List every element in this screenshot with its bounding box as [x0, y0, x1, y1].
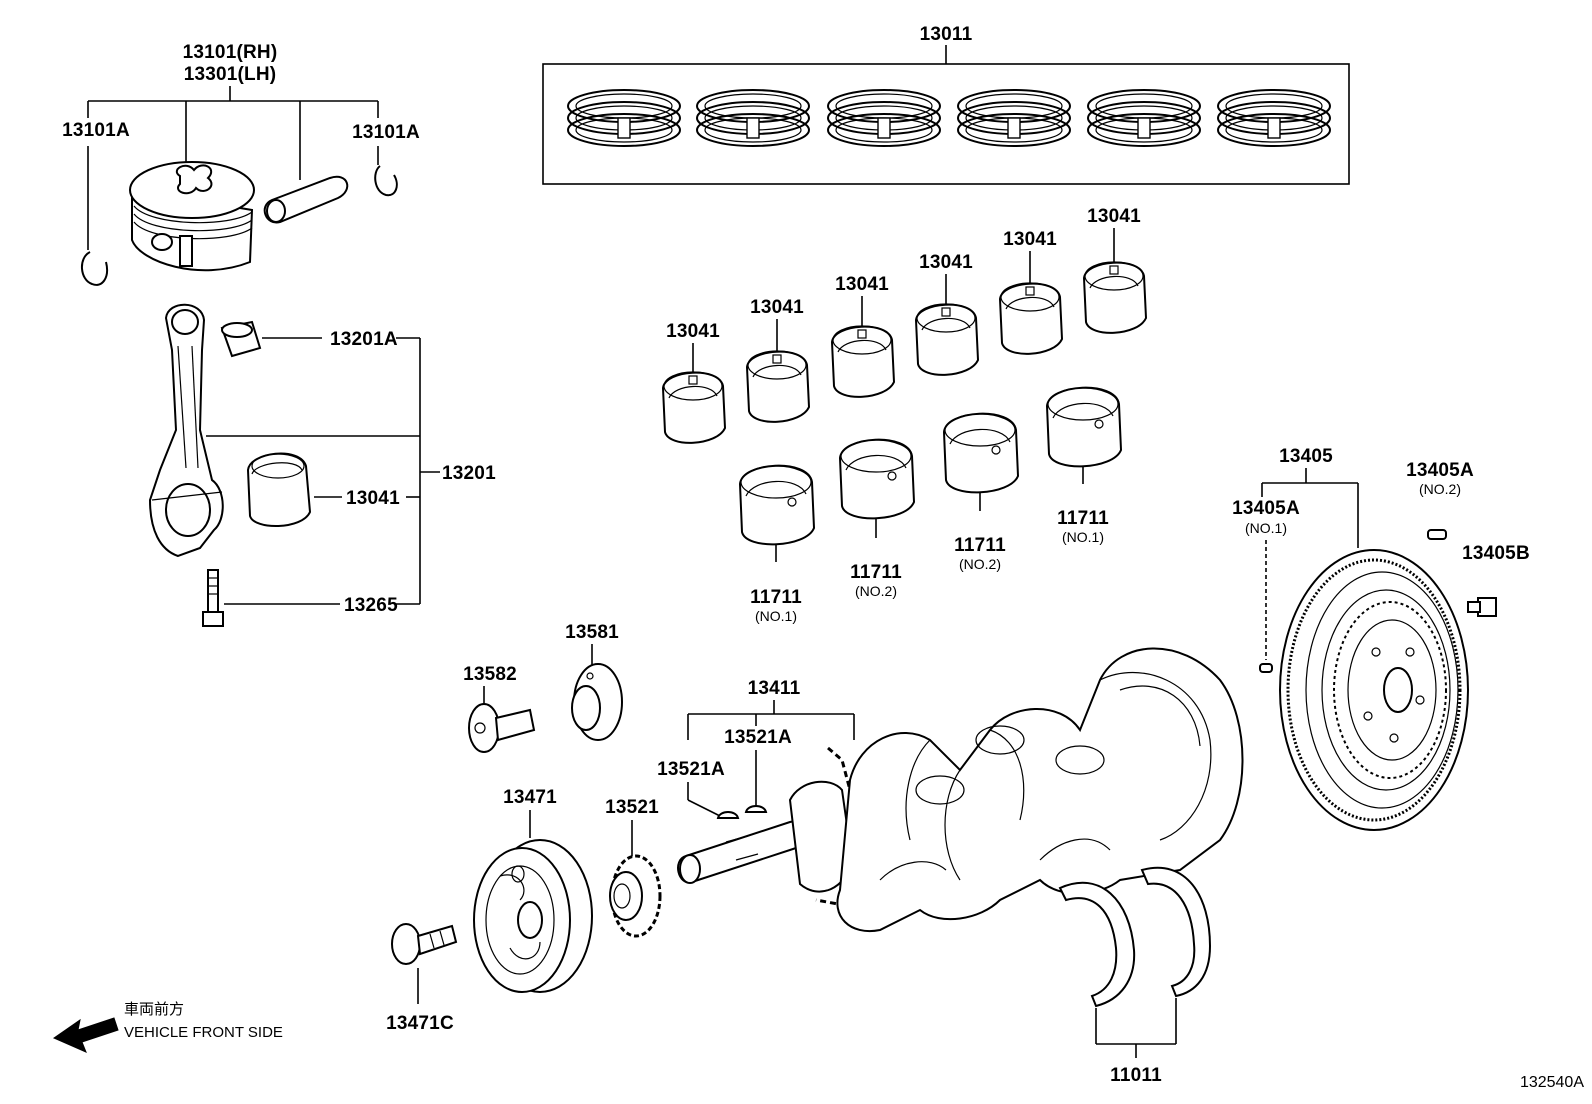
label-11711-a: 11711: [750, 587, 802, 608]
flywheel-bolt-13405b: [1467, 597, 1497, 617]
bushing-13201a: [220, 320, 262, 358]
conrod-bearing-4: [914, 274, 980, 376]
label-13405a-no1-sub: (NO.1): [1245, 520, 1287, 536]
connecting-rod-assembly: 13201A 13041 13265 13201: [148, 303, 496, 627]
flywheel-assembly: 13405 13405A (NO.1) 13405A (NO.2) 13405B: [1232, 446, 1530, 831]
vehicle-front-indicator: 車両前方 VEHICLE FRONT SIDE: [52, 1001, 283, 1053]
label-11711-d: 11711: [1057, 508, 1109, 529]
conrod-bearing-3: [830, 296, 896, 398]
front-end-parts: 13582 13581 13471 13521: [386, 622, 662, 1034]
crankshaft-assembly: 13411 13521A 13521A: [657, 647, 1244, 933]
piston-ring-5: [1087, 89, 1201, 147]
piston-assembly: 13101(RH) 13301(LH) 13101A 13101A: [62, 42, 420, 286]
main-bearing-2: [838, 438, 916, 538]
pulley-bolt-13471c: [391, 923, 458, 965]
label-13405b: 13405B: [1462, 543, 1530, 564]
piston-ring-2: [696, 89, 810, 147]
label-13101a-right: 13101A: [352, 122, 420, 143]
piston-ring-4: [957, 89, 1071, 147]
flywheel: [1279, 549, 1469, 831]
label-13041-b3: 13041: [835, 274, 889, 295]
crankshaft-main-bearings: [738, 386, 1123, 562]
label-13041-rod: 13041: [346, 488, 400, 509]
conrod-bearing-2: [745, 319, 811, 423]
piston-pin: [263, 175, 349, 224]
label-13101-rh: 13101(RH): [183, 42, 278, 63]
label-13582: 13582: [463, 664, 517, 685]
connecting-rod: [148, 303, 224, 558]
crankshaft: [677, 647, 1244, 933]
diagram-id: 132540A: [1520, 1074, 1584, 1091]
label-13521: 13521: [605, 797, 659, 818]
label-13041-b2: 13041: [750, 297, 804, 318]
label-13521a-1: 13521A: [724, 727, 792, 748]
label-13101a-left: 13101A: [62, 120, 130, 141]
thrust-washer-left: [1058, 881, 1136, 1008]
conrod-bearing-6: [1082, 228, 1148, 334]
label-13405a-no1: 13405A: [1232, 498, 1300, 519]
label-13265: 13265: [344, 595, 398, 616]
connecting-rod-bearings: [661, 228, 1148, 444]
label-13041-b1: 13041: [666, 321, 720, 342]
front-label-en: VEHICLE FRONT SIDE: [124, 1024, 283, 1041]
label-13041-b5: 13041: [1003, 229, 1057, 250]
label-11711-b: 11711: [850, 562, 902, 583]
label-11711-d-sub: (NO.1): [1062, 529, 1104, 545]
label-11711-a-sub: (NO.1): [755, 608, 797, 624]
main-bearing-3: [942, 412, 1020, 511]
main-bearing-1: [738, 464, 816, 562]
washer-13581: [571, 663, 623, 741]
dowel-pin-no1: [1259, 663, 1273, 673]
label-13405a-no2: 13405A: [1406, 460, 1474, 481]
rod-bearing-13041: [246, 452, 312, 527]
thrust-washer-right: [1140, 866, 1212, 998]
label-13201a: 13201A: [330, 329, 398, 350]
label-11011: 11011: [1110, 1065, 1162, 1086]
label-13201: 13201: [442, 463, 496, 484]
label-13581: 13581: [565, 622, 619, 643]
pulley-bolt-13582: [468, 703, 536, 753]
front-label-jp: 車両前方: [124, 1001, 184, 1018]
label-13471c: 13471C: [386, 1013, 454, 1034]
rod-bolt-13265: [202, 569, 224, 627]
label-11711-b-sub: (NO.2): [855, 583, 897, 599]
snap-ring-right: [374, 165, 398, 197]
woodruff-keys: [716, 805, 768, 819]
left-arrow-icon: [52, 1017, 119, 1053]
thrust-washers: 11011: [1058, 866, 1212, 1086]
label-11711-c: 11711: [954, 535, 1006, 556]
label-11711-c-sub: (NO.2): [959, 556, 1001, 572]
label-13521a-2: 13521A: [657, 759, 725, 780]
label-13041-b4: 13041: [919, 252, 973, 273]
label-13471: 13471: [503, 787, 557, 808]
label-13301-lh: 13301(LH): [184, 64, 277, 85]
label-13411: 13411: [748, 678, 801, 699]
main-bearing-4: [1045, 386, 1123, 484]
conrod-bearing-5: [998, 251, 1064, 355]
conrod-bearing-1: [661, 343, 727, 444]
label-13041-b6: 13041: [1087, 206, 1141, 227]
label-13405a-no2-sub: (NO.2): [1419, 481, 1461, 497]
piston: [129, 161, 255, 272]
label-13405: 13405: [1279, 446, 1333, 467]
dowel-pin-no2: [1427, 529, 1447, 540]
crankshaft-pulley: [473, 839, 593, 993]
label-13011: 13011: [920, 24, 973, 45]
piston-ring-set: [542, 45, 1350, 185]
piston-ring-6: [1217, 89, 1331, 147]
piston-ring-1: [567, 89, 681, 147]
crankshaft-sprocket: [609, 854, 662, 938]
piston-ring-3: [827, 89, 941, 147]
snap-ring-left: [81, 251, 108, 286]
